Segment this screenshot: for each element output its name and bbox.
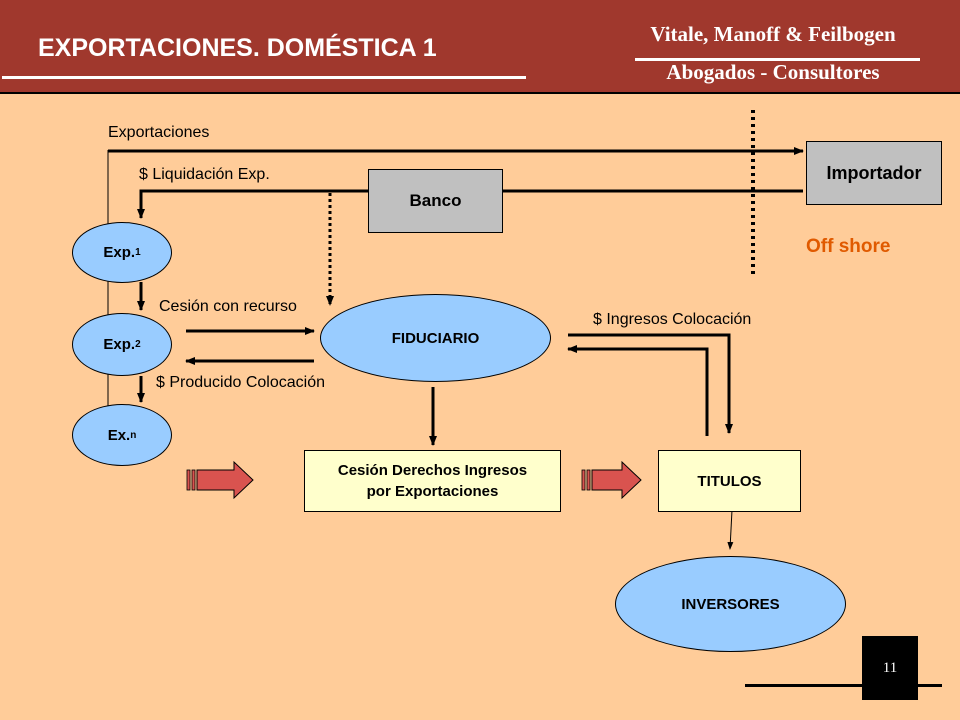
- block-arrow-right: [581, 460, 642, 500]
- titulos-inversores-arrow: [727, 509, 734, 550]
- fiduciario-node: FIDUCIARIO: [320, 294, 551, 382]
- producido-label: $ Producido Colocación: [156, 374, 325, 391]
- cesion-line-1: Cesión Derechos Ingresos: [337, 462, 528, 479]
- exp1-label: Exp.: [103, 244, 136, 261]
- expn-node: Ex.n: [72, 404, 172, 466]
- liquidacion-arrow: [137, 189, 803, 219]
- firm-divider: [635, 58, 920, 61]
- header-bar: EXPORTACIONES. DOMÉSTICA 1 Vitale, Manof…: [0, 0, 960, 94]
- exp2-label: Exp.: [103, 336, 136, 353]
- title-underline: [2, 76, 526, 79]
- ingresos-label: $ Ingresos Colocación: [593, 311, 752, 328]
- offshore-label: Off shore: [806, 236, 891, 257]
- page-number: 11: [862, 636, 918, 700]
- block-arrow-left: [186, 460, 254, 500]
- liquidacion-label: $ Liquidación Exp.: [139, 166, 270, 183]
- exp1-node: Exp.1: [72, 222, 172, 283]
- cesion-recurso-label: Cesión con recurso: [159, 298, 297, 315]
- expn-label: Ex.: [107, 426, 131, 444]
- firm-name: Vitale, Manoff & Feilbogen: [650, 22, 896, 46]
- exp2-node: Exp.2: [72, 313, 172, 376]
- cesion-line-2: por Exportaciones: [366, 483, 499, 500]
- ingresos-arrow: [567, 345, 709, 436]
- inversores-node: INVERSORES: [615, 556, 846, 652]
- importador-box: Importador: [806, 141, 942, 205]
- exp1-sub: 1: [135, 247, 141, 258]
- expn-sub: n: [130, 429, 137, 441]
- exportaciones-label: Exportaciones: [108, 124, 210, 141]
- banco-box: Banco: [368, 169, 503, 233]
- titulos-box: TITULOS: [658, 450, 801, 512]
- fiduciario-titulos-arrow: [568, 333, 733, 434]
- footer-rule: [745, 684, 942, 687]
- exp2-sub: 2: [135, 339, 141, 350]
- firm-tagline: Abogados - Consultores: [666, 60, 880, 84]
- slide-title: EXPORTACIONES. DOMÉSTICA 1: [38, 34, 437, 62]
- cesion-derechos-box: Cesión Derechos Ingresos por Exportacion…: [304, 450, 561, 512]
